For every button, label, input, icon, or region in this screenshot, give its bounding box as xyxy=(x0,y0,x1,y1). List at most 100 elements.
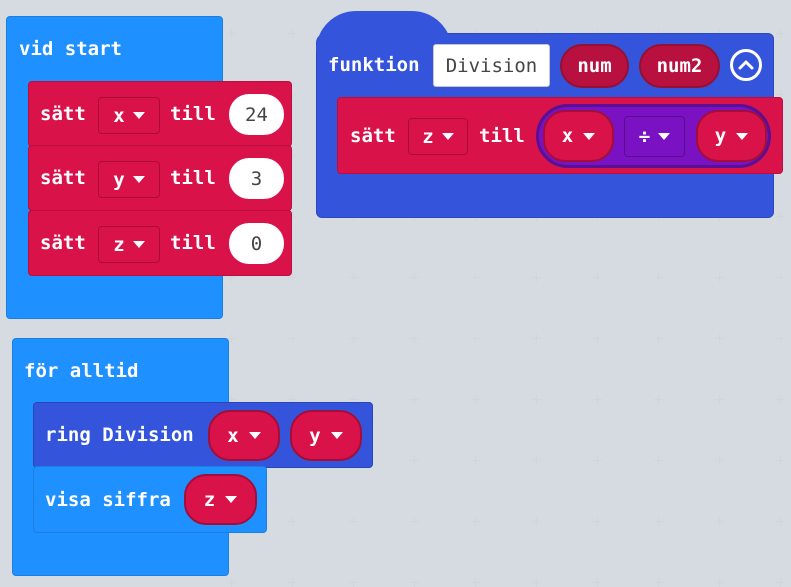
grid-plus-icon xyxy=(532,273,541,282)
grid-plus-icon xyxy=(288,517,297,526)
grid-plus-icon xyxy=(410,273,419,282)
division-operator: ÷ xyxy=(638,125,651,148)
grid-plus-icon xyxy=(227,578,236,587)
grid-plus-icon xyxy=(349,334,358,343)
on-start-label: vid start xyxy=(19,38,122,60)
collapse-params-icon[interactable] xyxy=(730,49,762,81)
operator-dropdown[interactable]: ÷ xyxy=(624,116,685,157)
grid-plus-icon xyxy=(654,517,663,526)
grid-plus-icon xyxy=(715,456,724,465)
grid-plus-icon xyxy=(715,517,724,526)
show-number-label: visa siffra xyxy=(45,489,171,511)
grid-plus-icon xyxy=(410,334,419,343)
set-z-block[interactable]: sätt z till 0 xyxy=(28,210,292,276)
grid-plus-icon xyxy=(776,334,785,343)
grid-plus-icon xyxy=(654,456,663,465)
variable-name: y xyxy=(113,168,125,191)
variable-name: x xyxy=(561,125,574,147)
set-keyword: sätt xyxy=(40,103,86,125)
set-x-block[interactable]: sätt x till 24 xyxy=(28,81,292,147)
grid-plus-icon xyxy=(288,578,297,587)
grid-plus-icon xyxy=(776,273,785,282)
set-y-block[interactable]: sätt y till 3 xyxy=(28,145,292,211)
grid-plus-icon xyxy=(288,334,297,343)
chevron-down-icon xyxy=(132,112,145,119)
grid-plus-icon xyxy=(410,395,419,404)
variable-name: z xyxy=(203,488,216,511)
variable-name: x xyxy=(113,104,125,127)
grid-plus-icon xyxy=(715,334,724,343)
variable-name: z xyxy=(113,233,125,256)
grid-plus-icon xyxy=(654,273,663,282)
chevron-down-icon xyxy=(441,133,454,140)
call-arg-y[interactable]: y xyxy=(290,410,362,461)
chevron-down-icon xyxy=(132,241,145,248)
grid-plus-icon xyxy=(715,395,724,404)
grid-plus-icon xyxy=(776,29,785,38)
grid-plus-icon xyxy=(776,517,785,526)
set-keyword: sätt xyxy=(350,125,396,147)
value-input-y[interactable]: 3 xyxy=(229,158,284,199)
grid-plus-icon xyxy=(532,334,541,343)
grid-plus-icon xyxy=(471,578,480,587)
value-input-z[interactable]: 0 xyxy=(229,223,284,264)
grid-plus-icon xyxy=(715,273,724,282)
show-arg-z[interactable]: z xyxy=(184,474,257,525)
grid-plus-icon xyxy=(593,578,602,587)
grid-plus-icon xyxy=(593,517,602,526)
to-keyword: till xyxy=(170,167,216,189)
chevron-down-icon xyxy=(248,432,261,439)
param-num2[interactable]: num2 xyxy=(639,44,720,88)
right-operand-y[interactable]: y xyxy=(696,110,767,162)
variable-name: y xyxy=(714,125,727,147)
grid-plus-icon xyxy=(532,395,541,404)
to-keyword: till xyxy=(170,232,216,254)
grid-plus-icon xyxy=(471,517,480,526)
variable-dropdown-z[interactable]: z xyxy=(408,118,468,155)
grid-plus-icon xyxy=(776,395,785,404)
call-label: ring Division xyxy=(45,424,194,446)
chevron-down-icon xyxy=(583,132,596,140)
grid-plus-icon xyxy=(349,578,358,587)
variable-name: y xyxy=(309,424,321,447)
grid-plus-icon xyxy=(471,395,480,404)
grid-plus-icon xyxy=(349,517,358,526)
variable-dropdown-x[interactable]: x xyxy=(98,97,160,134)
grid-plus-icon xyxy=(593,395,602,404)
variable-dropdown-z[interactable]: z xyxy=(98,226,160,263)
chevron-down-icon xyxy=(225,496,238,503)
function-name-field[interactable]: Division xyxy=(433,44,550,87)
variable-name: x xyxy=(227,424,239,447)
grid-plus-icon xyxy=(776,578,785,587)
to-keyword: till xyxy=(170,103,216,125)
grid-plus-icon xyxy=(532,456,541,465)
variable-name: z xyxy=(422,125,434,148)
function-hat xyxy=(316,11,452,51)
grid-plus-icon xyxy=(654,578,663,587)
chevron-down-icon xyxy=(330,432,343,439)
grid-plus-icon xyxy=(227,29,236,38)
to-keyword: till xyxy=(479,125,525,147)
param-num[interactable]: num xyxy=(560,44,629,88)
grid-plus-icon xyxy=(654,395,663,404)
grid-plus-icon xyxy=(715,578,724,587)
grid-plus-icon xyxy=(593,456,602,465)
set-keyword: sätt xyxy=(40,232,86,254)
grid-plus-icon xyxy=(349,273,358,282)
grid-plus-icon xyxy=(288,29,297,38)
grid-plus-icon xyxy=(410,456,419,465)
grid-plus-icon xyxy=(593,334,602,343)
chevron-down-icon xyxy=(132,176,145,183)
call-arg-x[interactable]: x xyxy=(208,410,280,461)
grid-plus-icon xyxy=(471,456,480,465)
variable-dropdown-y[interactable]: y xyxy=(98,161,160,198)
value-input-x[interactable]: 24 xyxy=(229,94,284,135)
function-keyword: funktion xyxy=(328,54,420,76)
set-keyword: sätt xyxy=(40,167,86,189)
grid-plus-icon xyxy=(410,517,419,526)
grid-plus-icon xyxy=(776,212,785,221)
left-operand-x[interactable]: x xyxy=(543,110,614,162)
grid-plus-icon xyxy=(532,517,541,526)
forever-label: för alltid xyxy=(24,360,139,382)
grid-plus-icon xyxy=(471,334,480,343)
